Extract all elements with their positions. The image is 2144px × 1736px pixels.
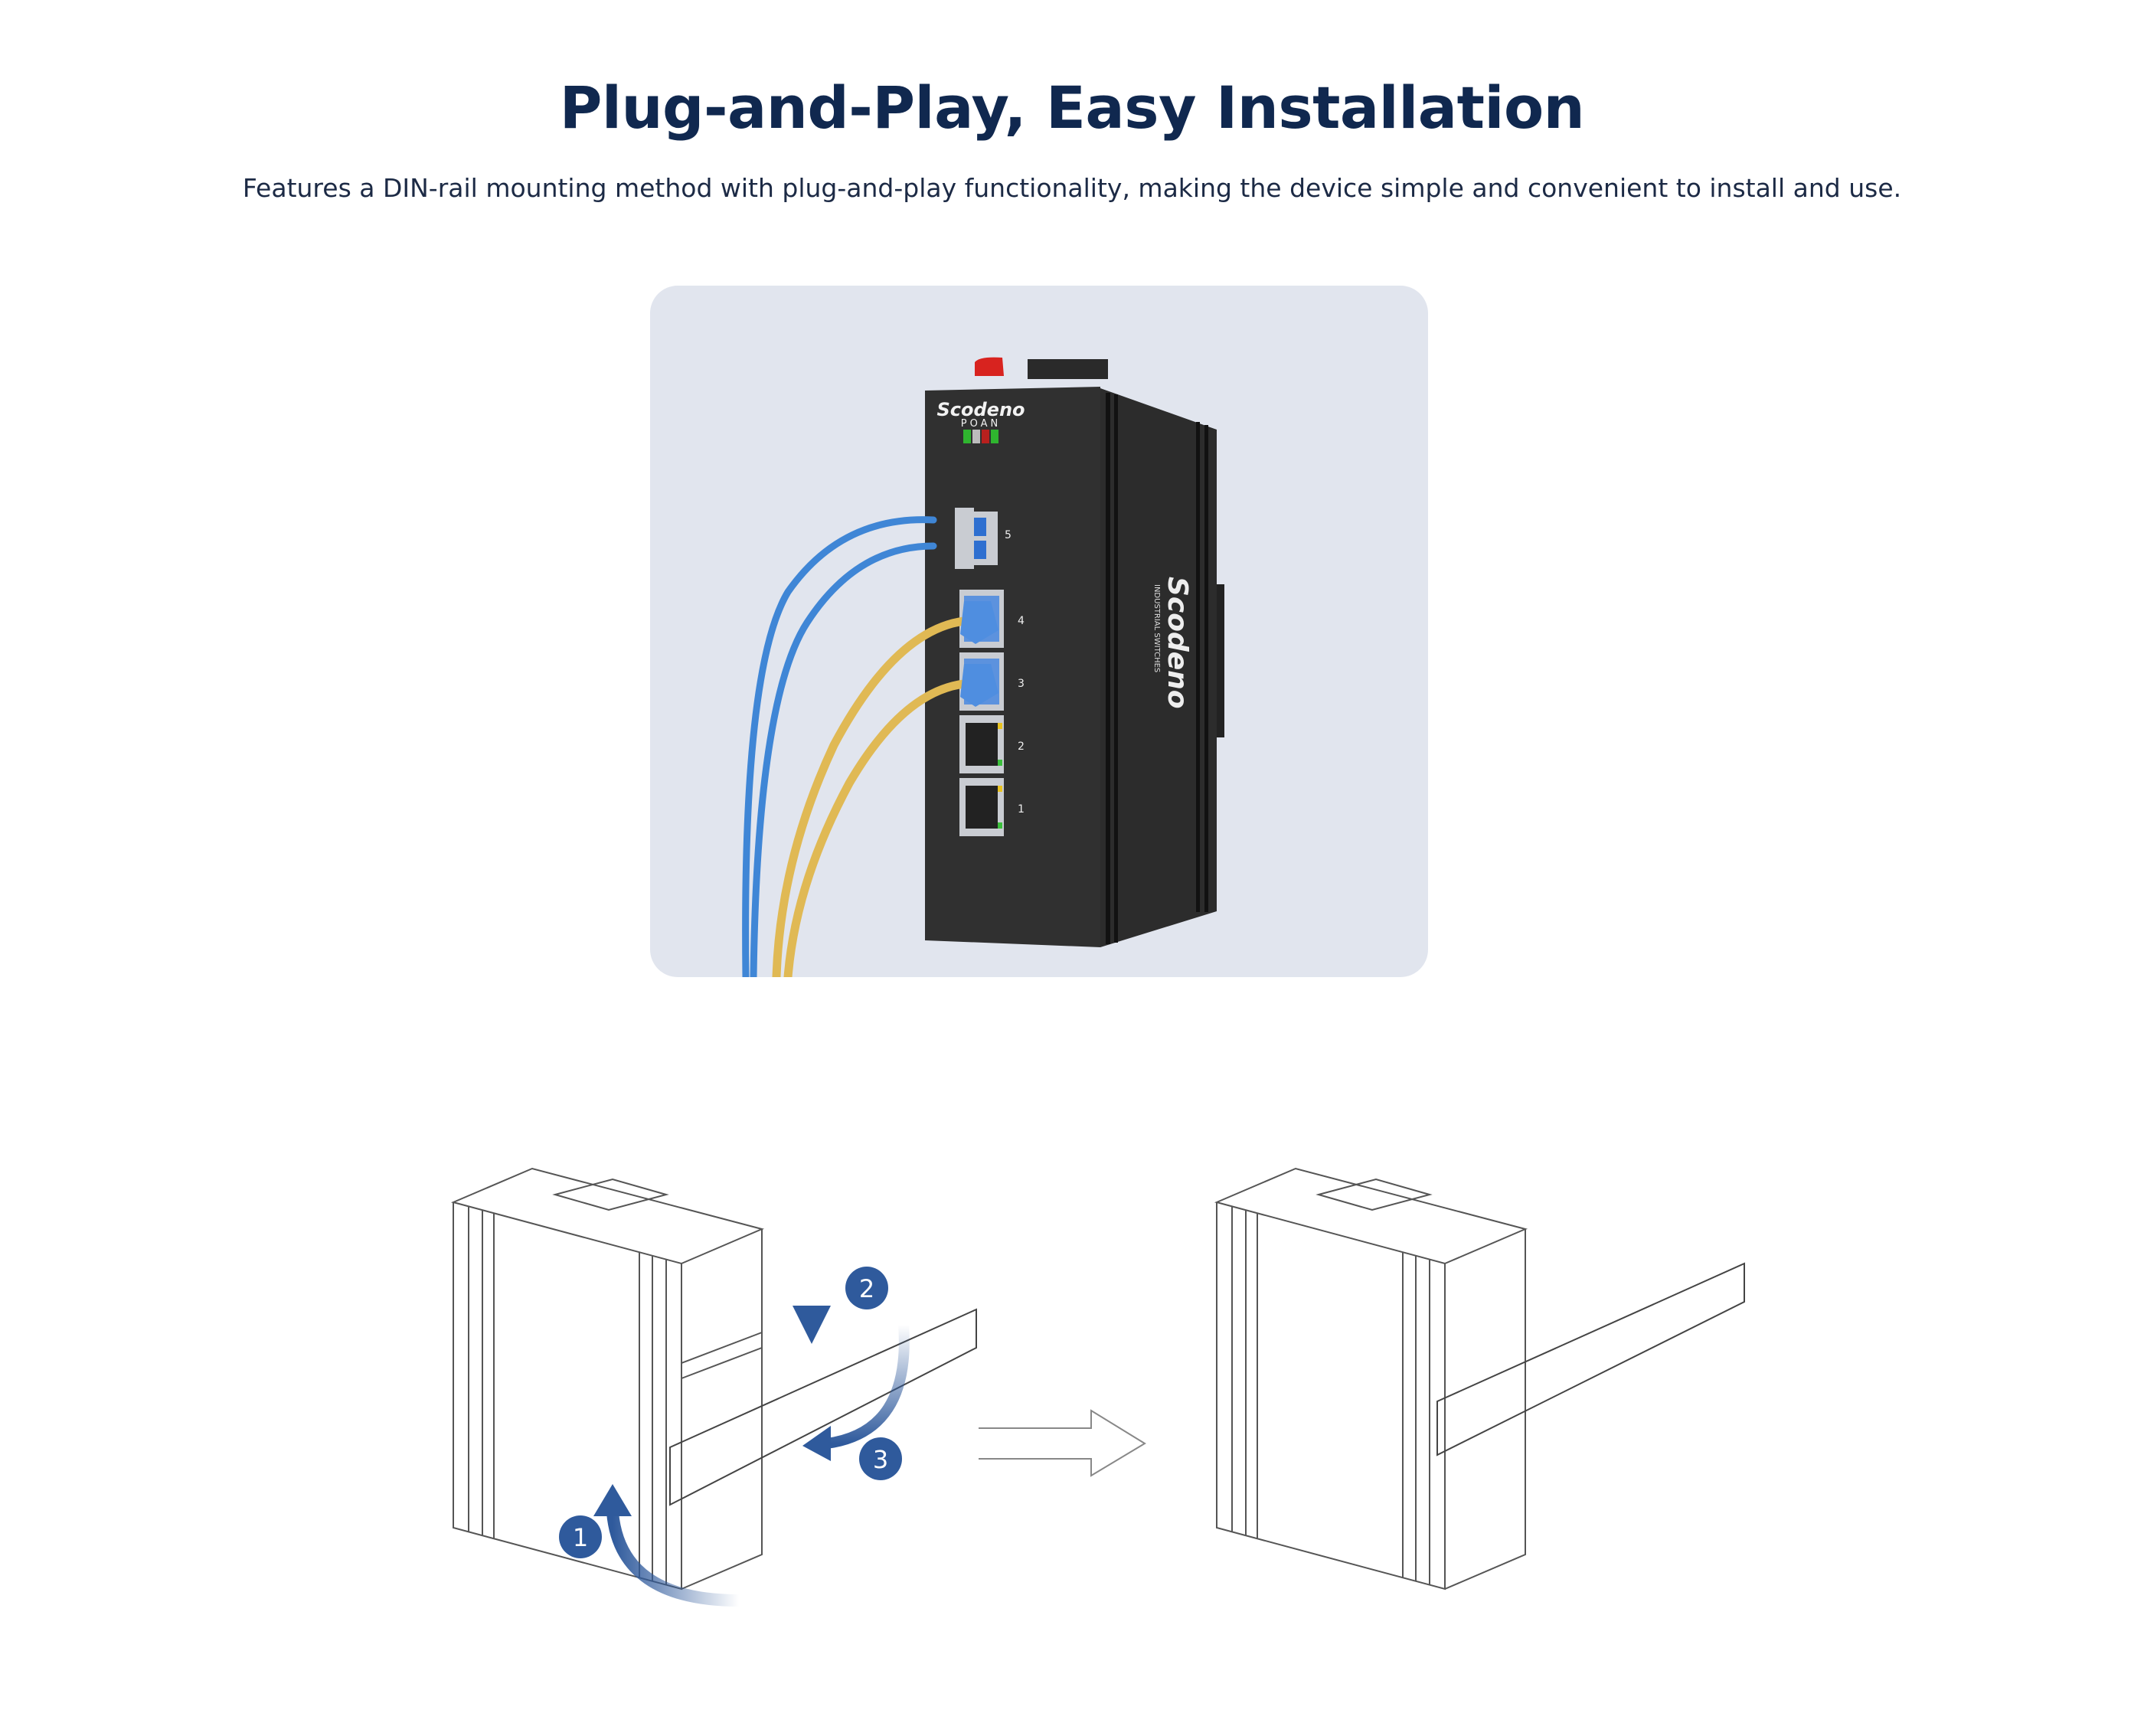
led-n [991,430,998,443]
port-label-3: 3 [1018,678,1025,690]
page-subtitle: Features a DIN-rail mounting method with… [242,173,1902,203]
led-a [982,430,989,443]
rj45-plug [960,601,998,644]
device-before-mount [450,1167,977,1591]
rj45-port-1[interactable] [959,778,1004,836]
switch-product-illustration: Scodeno POAN Scodeno INDUSTRIAL SWITCHES… [742,357,1224,977]
led-o [972,430,980,443]
switch-front [925,387,1100,947]
rj45-plug [960,664,998,707]
step-3-arrow [825,1324,910,1449]
port-label-1: 1 [1018,803,1025,816]
step-badge-2: 2 [845,1267,888,1309]
step-badge-3: 3 [859,1437,902,1480]
side-logo: Scodeno [1162,577,1193,709]
page-title: Plug-and-Play, Easy Installation [559,74,1585,142]
rj45-port-2[interactable] [959,715,1004,773]
device-mounted [1214,1167,1745,1591]
brand-logo: Scodeno [936,399,1025,420]
svg-text:1: 1 [573,1523,588,1552]
step-badge-1: 1 [559,1515,602,1558]
ethernet-cables [772,616,969,977]
terminal-block [1028,359,1108,379]
led-labels: POAN [961,418,1001,430]
port-label-2: 2 [1018,740,1025,753]
port-label-4: 4 [1018,615,1025,627]
side-tagline: INDUSTRIAL SWITCHES [1152,584,1161,672]
port-label-5: 5 [1005,529,1012,541]
step-1-arrow [606,1512,740,1607]
switch-side [1100,388,1217,947]
led-p [963,430,971,443]
next-arrow-icon [979,1409,1146,1477]
svg-text:3: 3 [873,1445,888,1474]
power-terminal [975,357,1004,376]
svg-text:2: 2 [859,1274,874,1303]
product-image-card: Scodeno POAN Scodeno INDUSTRIAL SWITCHES… [650,286,1428,977]
fiber-cables [742,516,937,977]
